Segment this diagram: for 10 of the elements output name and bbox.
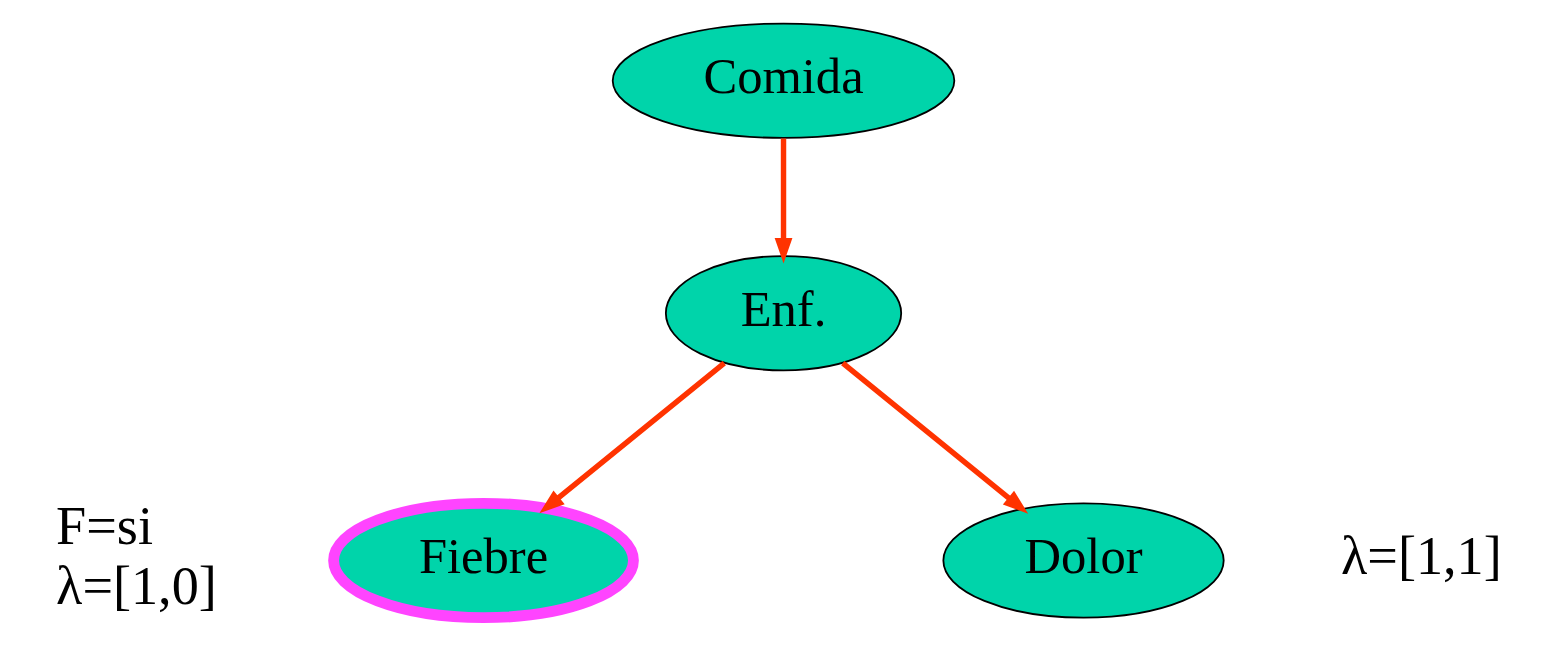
- arrow: [539, 361, 726, 514]
- node-label: F=si: [56, 496, 153, 557]
- node-ellipse: Comida: [611, 22, 956, 139]
- arrow: [841, 361, 1029, 514]
- node-ellipse: Enf.: [664, 255, 903, 372]
- arrow: [774, 138, 793, 264]
- node-label: λ=[1,1]: [1341, 526, 1502, 587]
- node-ellipse: Fiebre: [328, 497, 639, 624]
- node-label: λ=[1,0]: [56, 555, 217, 616]
- node-ellipse: Dolor: [942, 502, 1225, 619]
